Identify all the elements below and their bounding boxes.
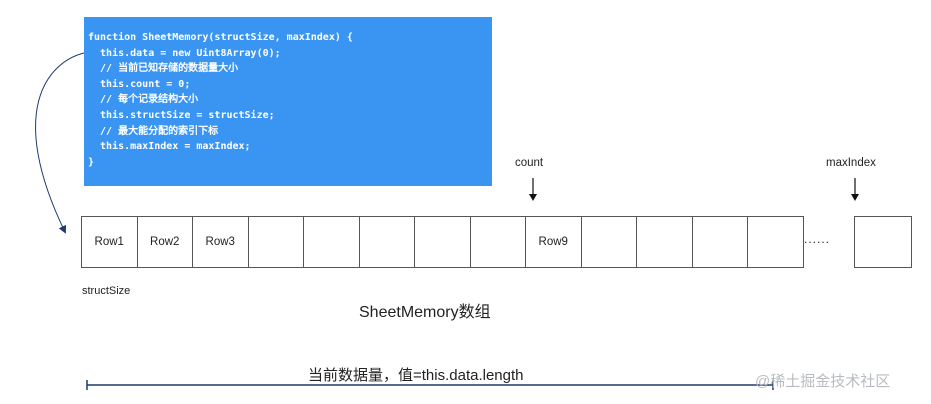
code-line: function SheetMemory(structSize, maxInde… [88,32,353,43]
array-cell: Row2 [136,216,193,268]
array-cell [414,216,471,268]
code-line: // 当前已知存储的数据量大小 [88,63,239,75]
memory-array: Row1 Row2 Row3 Row9 [81,216,804,268]
code-line: this.structSize = structSize; [88,109,275,121]
code-block: function SheetMemory(structSize, maxInde… [84,17,492,186]
array-cell [469,216,526,268]
code-line: this.count = 0; [88,78,191,90]
code-line: // 最大能分配的索引下标 [88,125,219,137]
array-cell [247,216,304,268]
array-name-label: SheetMemory数组 [359,304,491,321]
array-cell [580,216,637,268]
maxindex-pointer-arrowhead [851,194,859,201]
array-cell: Row1 [81,216,138,268]
code-line: // 每个记录结构大小 [88,94,199,106]
array-cell [358,216,415,268]
maxindex-label: maxIndex [826,157,876,169]
array-cell [747,216,804,268]
code-line: } [88,156,95,168]
struct-size-label: structSize [82,285,131,297]
array-cell: Row9 [525,216,582,268]
array-cell [636,216,693,268]
curved-arrow [35,52,85,234]
array-cell: Row3 [192,216,249,268]
array-ellipsis: ...... [804,232,831,246]
length-label: 当前数据量，值=this.data.length [308,367,524,384]
array-last-cell [854,216,912,268]
code-line: this.data = new Uint8Array(0); [88,47,281,59]
code-line: this.maxIndex = maxIndex; [88,141,251,153]
array-cell [691,216,748,268]
count-label: count [515,157,544,169]
count-pointer-arrowhead [529,194,537,201]
array-cell [303,216,360,268]
watermark: @稀土掘金技术社区 [755,373,891,390]
